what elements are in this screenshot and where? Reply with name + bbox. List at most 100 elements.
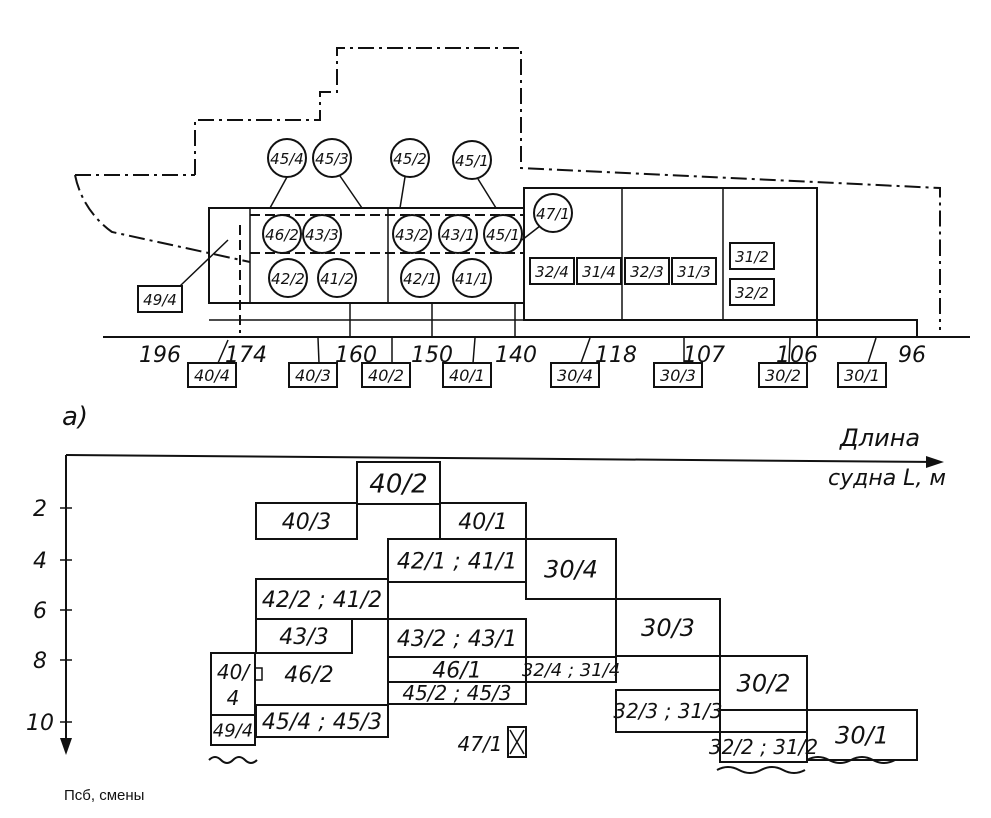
- plate-label: 31/2: [735, 248, 769, 266]
- section-box: [837, 362, 887, 388]
- schedule-block-label: 46/1: [432, 658, 481, 683]
- block-circle: [400, 258, 440, 298]
- section-box: [653, 362, 703, 388]
- schedule-block: [387, 681, 527, 705]
- block-circle-label: 45/4: [270, 150, 304, 168]
- leader-line: [317, 337, 320, 364]
- schedule-block-label: 32/3 ; 31/3: [613, 699, 722, 723]
- block-circle-label: 46/2: [265, 226, 299, 244]
- schedule-block-label: 32/4 ; 31/4: [522, 660, 620, 681]
- block-circle-label: 47/1: [536, 205, 570, 223]
- marker-cross: [509, 729, 525, 755]
- y-tick-label: 6: [33, 599, 47, 624]
- frame-number: 96: [898, 343, 926, 368]
- superstructure-outline: [194, 47, 941, 240]
- schedule-block-label: 40/2: [369, 469, 427, 499]
- schedule-block-label: 45/4 ; 45/3: [262, 710, 382, 735]
- schedule-block: [439, 502, 527, 540]
- block-circle: [390, 138, 430, 178]
- plate-box: [729, 278, 775, 306]
- bracket: [256, 667, 263, 681]
- fore-block: [816, 319, 918, 338]
- x-axis-label-line1: Длина: [839, 424, 920, 452]
- schedule-block-label: 40/1: [458, 510, 507, 535]
- y-tick-label: 8: [33, 649, 47, 674]
- section-box: [550, 362, 600, 388]
- schedule-block: [525, 656, 617, 683]
- schedule-block-label: 30/4: [544, 556, 598, 584]
- schedule-block: [719, 731, 808, 763]
- plate-box: [729, 242, 775, 270]
- wavy-edge-1: [208, 756, 258, 764]
- block-circle: [302, 214, 342, 254]
- section-label: 30/4: [557, 366, 593, 385]
- y-tick-label: 10: [26, 711, 54, 736]
- stern-contour: [74, 174, 251, 263]
- plate-box: [137, 285, 183, 313]
- block-circle-label: 43/1: [441, 226, 475, 244]
- section-label: 40/3: [295, 366, 331, 385]
- block-circle-label: 43/2: [395, 226, 429, 244]
- plate-box: [671, 257, 717, 285]
- block-circle: [312, 138, 352, 178]
- section-label: 30/2: [765, 366, 801, 385]
- block-circle: [438, 214, 478, 254]
- schedule-block: [525, 538, 617, 600]
- leader-line: [217, 339, 229, 364]
- block-circle: [317, 258, 357, 298]
- plate-box: [576, 257, 622, 285]
- wavy-edge-2: [716, 766, 806, 774]
- frame-number: 196: [139, 343, 181, 368]
- leader-line: [339, 175, 363, 209]
- schedule-block-label: 49/4: [213, 720, 253, 741]
- schedule-block-label: 32/2 ; 31/2: [709, 735, 818, 759]
- leader-line: [521, 225, 541, 241]
- block-circle-label: 45/1: [455, 152, 489, 170]
- y-tick-label: 4: [33, 549, 47, 574]
- plate-box: [529, 257, 575, 285]
- wavy-edge-3: [806, 756, 896, 764]
- block-circle-label: 43/3: [305, 226, 339, 244]
- block-circle-label: 45/1: [486, 226, 520, 244]
- schedule-block: [356, 461, 441, 505]
- y-tick-label: 2: [33, 497, 47, 522]
- section-label: 30/1: [844, 366, 880, 385]
- schedule-block-label: 40/: [217, 660, 251, 684]
- schedule-block-label: 30/2: [737, 670, 791, 698]
- schedule-block: [210, 652, 256, 716]
- section-box: [361, 362, 411, 388]
- section-label: 40/1: [449, 366, 485, 385]
- leader-line: [269, 176, 288, 209]
- schedule-block: [255, 502, 358, 540]
- section-box: [442, 362, 492, 388]
- schedule-block: [255, 578, 389, 620]
- leader-line: [867, 337, 877, 364]
- plate-label: 32/4: [535, 263, 569, 281]
- block-circle-label: 41/1: [455, 270, 489, 288]
- schedule-block-label: 45/2 ; 45/3: [402, 681, 511, 705]
- schedule-block: [255, 618, 353, 654]
- block-circle: [392, 214, 432, 254]
- schedule-block: [210, 714, 256, 746]
- frame-number: 118: [595, 343, 637, 368]
- block-circle-label: 42/2: [271, 270, 305, 288]
- leader-line: [472, 337, 476, 364]
- schedule-block: [387, 538, 527, 583]
- section-box: [187, 362, 237, 388]
- plate-label: 32/3: [630, 263, 664, 281]
- leader-line: [179, 239, 229, 287]
- block-circle-label: 45/3: [315, 150, 349, 168]
- block-circle: [452, 258, 492, 298]
- plate-label: 31/4: [582, 263, 616, 281]
- section-box: [758, 362, 808, 388]
- plate-label: 32/2: [735, 284, 769, 302]
- leader-line: [399, 176, 406, 209]
- section-label: 40/2: [368, 366, 404, 385]
- length-axis: [65, 454, 941, 463]
- schedule-block-label: 30/1: [835, 722, 889, 750]
- section-label: 30/3: [660, 366, 696, 385]
- schedule-block-label: 42/1 ; 41/1: [397, 549, 517, 574]
